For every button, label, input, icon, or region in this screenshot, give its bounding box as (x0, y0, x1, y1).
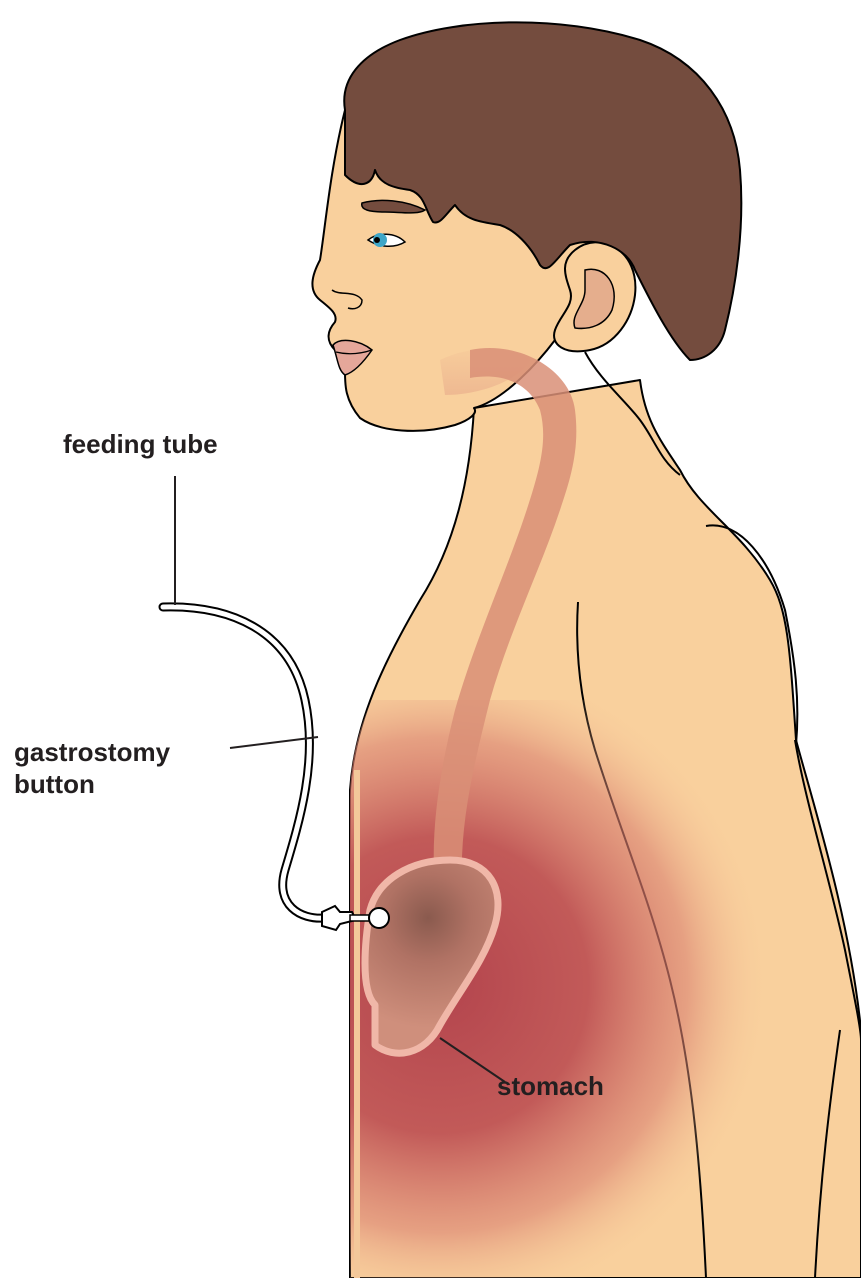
eye-pupil (374, 237, 380, 243)
feeding-tube (163, 607, 325, 918)
gastrostomy-leader (230, 737, 318, 748)
gastrostomy-label-line2: button (14, 768, 170, 800)
feeding-tube-label: feeding tube (63, 428, 218, 460)
gastrostomy-label-line1: gastrostomy (14, 736, 170, 768)
feeding-tube-inner (163, 607, 325, 918)
stomach-label: stomach (497, 1070, 604, 1102)
gastrostomy-button-label: gastrostomy button (14, 736, 170, 800)
